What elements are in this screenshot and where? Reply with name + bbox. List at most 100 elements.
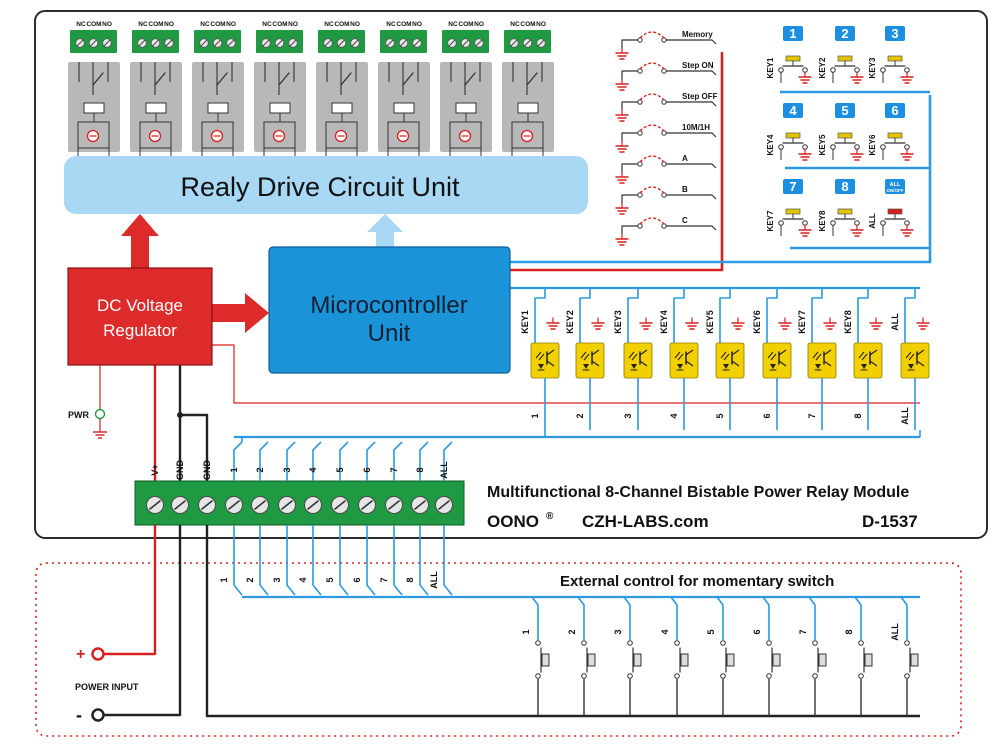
switch-signal-wire [716, 596, 724, 640]
screw-slot [200, 39, 208, 47]
switch-terminal [627, 673, 633, 679]
relay-coil [517, 102, 539, 114]
terminal-label: 8 [415, 467, 425, 472]
relay-pin-label: NO [350, 21, 360, 28]
opto-key-label: KEY3 [613, 310, 623, 334]
key-number-badge [885, 103, 905, 118]
opto-body [807, 342, 837, 379]
external-signal-wire [419, 525, 429, 596]
switch-button [910, 653, 919, 667]
relay-pin-label: NO [474, 21, 484, 28]
terminal-signal-wire [393, 441, 403, 481]
switch-label: 1 [521, 629, 531, 634]
opto-input-label: 5 [715, 413, 725, 418]
terminal-screw-slot [201, 500, 213, 510]
relay-drive-label: Realy Drive Circuit Unit [180, 172, 460, 202]
external-wire-label: 2 [245, 577, 255, 582]
ground-symbol [639, 317, 653, 330]
opto-transistor-emitter [823, 360, 832, 367]
mode-jumper-2: Step ON [615, 61, 717, 91]
opto-transistor-collector [916, 349, 925, 356]
opto-key-label: KEY4 [659, 310, 669, 334]
opto-transistor-emitter [591, 360, 600, 367]
external-wire-label: 8 [405, 577, 415, 582]
opto-input-label: ALL [900, 407, 910, 425]
screw-slot [76, 39, 84, 47]
screw-slot [276, 39, 283, 47]
regulator-to-relay-arrow [121, 214, 159, 268]
switch-button [633, 653, 642, 667]
switch-terminal [627, 640, 633, 646]
jumper-cap [639, 155, 665, 163]
key-number-badge [885, 179, 905, 194]
terminal-screw-slot [361, 500, 373, 510]
switch-signal-wire [900, 596, 908, 640]
screw-slot [90, 39, 97, 47]
external-signal-wire [286, 525, 296, 596]
key-label: KEY3 [868, 57, 877, 78]
jumper-lead [621, 225, 638, 234]
power-input [91, 647, 105, 722]
terminal-screw-slot [307, 500, 319, 510]
mcu-label-line2: Unit [368, 320, 411, 347]
switch-terminal [674, 640, 680, 646]
opto-key-label: KEY1 [520, 310, 530, 334]
switch-signal-wire [670, 596, 678, 640]
opto-body [530, 342, 560, 379]
terminal-label: 5 [335, 467, 345, 472]
jumper-pin [637, 223, 643, 229]
opto-key-label: KEY7 [797, 310, 807, 334]
relay-pin-label: NC [510, 21, 520, 28]
terminal-signal-wire [366, 441, 376, 481]
key-number: 5 [841, 103, 848, 118]
opto-key-label: KEY2 [565, 310, 575, 334]
terminal-label: 1 [229, 467, 239, 472]
jumper-lead [621, 132, 638, 141]
opto-transistor-emitter [639, 360, 648, 367]
relay-pin-label: NO [536, 21, 546, 28]
relay-coil [207, 102, 229, 114]
relay-driver-box [263, 121, 296, 149]
opto-arrows [535, 351, 545, 361]
relay-driver-box [139, 121, 172, 149]
key-switch-cap [887, 208, 903, 215]
mode-jumper-label: Memory [682, 30, 713, 39]
screw-slot [462, 39, 469, 47]
key-switch-cap [785, 132, 801, 139]
switch-label: 7 [798, 629, 808, 634]
screw-slot [448, 39, 456, 47]
momentary-switch-8: 8 [844, 596, 873, 716]
mcu-jumper-bus [510, 52, 724, 272]
relay-pin-label: NO [226, 21, 236, 28]
external-wire-label: 3 [272, 577, 282, 582]
relay-pin-label: COM [520, 21, 535, 28]
key-number: ALL [890, 182, 901, 188]
switch-terminal [581, 673, 587, 679]
momentary-switch-6: 6 [752, 596, 781, 716]
jumper-pin [637, 192, 643, 198]
jumper-pin [661, 192, 667, 198]
opto-arrows [812, 351, 822, 361]
ground-symbol [615, 47, 629, 60]
screw-slot [262, 39, 270, 47]
relay-pin-label: NC [386, 21, 396, 28]
terminal-screw-slot [281, 500, 293, 510]
opto-transistor-emitter [685, 360, 694, 367]
key-switch-cap [837, 132, 853, 139]
opto-transistor-emitter [546, 360, 555, 367]
brand: OONO [487, 512, 539, 531]
external-signal-wire [233, 525, 243, 596]
opto-mcu-feed [904, 288, 916, 344]
opto-arrows [858, 351, 868, 361]
module-title: Multifunctional 8-Channel Bistable Power… [487, 484, 909, 501]
screw-slot [214, 39, 221, 47]
ground-symbol [798, 224, 812, 237]
terminal-label: ALL [439, 461, 449, 479]
